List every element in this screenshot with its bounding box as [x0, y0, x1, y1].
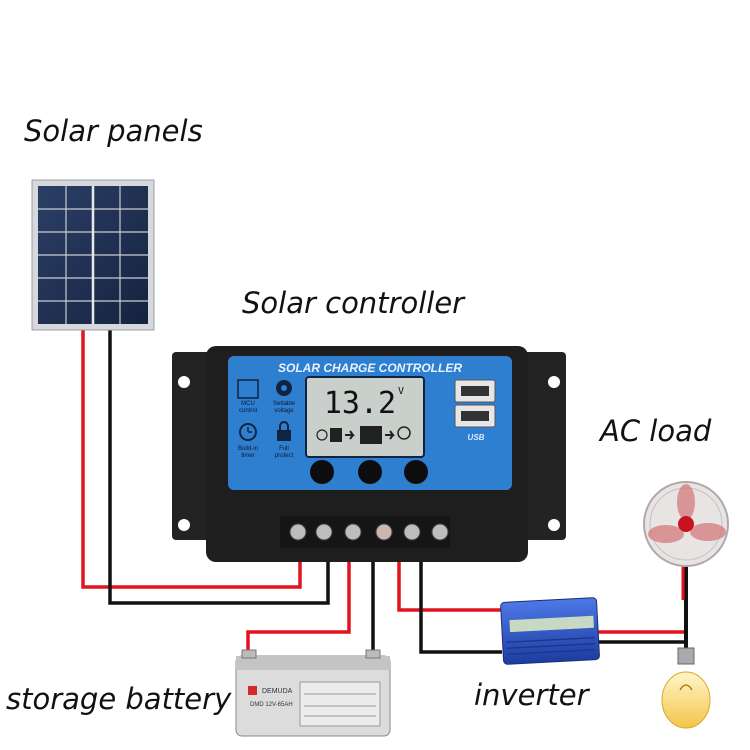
clock-icon [239, 423, 257, 441]
inverter-positive-wire [397, 562, 502, 612]
svg-text:control: control [239, 408, 257, 414]
chip-icon [237, 379, 259, 399]
arrow-icon [385, 430, 395, 440]
inverter-label: inverter [474, 678, 589, 712]
solar-controller-label: Solar controller [242, 286, 465, 320]
bulb-icon [397, 426, 411, 440]
lcd-flow-icons [316, 426, 411, 444]
lcd-voltage: 13.2 [324, 386, 396, 421]
svg-text:voltage: voltage [274, 408, 294, 414]
svg-text:MCU: MCU [241, 401, 255, 407]
arrow-icon [345, 430, 355, 440]
svg-text:Build-in: Build-in [238, 446, 258, 452]
ac-load-label: AC load [600, 414, 712, 448]
terminal-block [289, 523, 449, 541]
inverter-negative-wire [419, 562, 502, 654]
battery-model: DMD 12V-65AH [250, 702, 293, 708]
fan-icon [643, 481, 729, 567]
battery-positive-wire [246, 562, 351, 656]
light-bulb-icon [661, 647, 711, 729]
inverter-unit [500, 597, 600, 665]
svg-text:Settable: Settable [273, 401, 296, 407]
panel-negative-wire [108, 330, 330, 605]
up-button [358, 460, 382, 484]
brand-logo [248, 686, 257, 695]
solar-panel [31, 179, 155, 331]
down-button [404, 460, 428, 484]
menu-button [310, 460, 334, 484]
solar-panels-label: Solar panels [24, 114, 203, 148]
storage-battery-label: storage battery [6, 682, 232, 716]
battery-icon [360, 426, 382, 444]
panel-icon [330, 428, 342, 442]
sun-icon [316, 429, 328, 441]
wires [81, 330, 688, 660]
feature-timer: Build-in timer [238, 423, 258, 459]
lock-icon [277, 430, 291, 441]
feature-protect: Full protect [275, 421, 294, 459]
controller-header: SOLAR CHARGE CONTROLLER [278, 361, 462, 375]
svg-text:protect: protect [275, 453, 294, 459]
feature-settable: Settable voltage [273, 380, 296, 414]
solar-charge-controller: SOLAR CHARGE CONTROLLER MCU control Sett… [172, 346, 566, 562]
svg-text:timer: timer [241, 453, 254, 459]
storage-battery: DEMUDA DMD 12V-65AH [235, 649, 391, 737]
battery-brand: DEMUDA [262, 688, 293, 695]
feature-mcu: MCU control [237, 379, 259, 414]
svg-text:Full: Full [279, 446, 289, 452]
lcd-unit: V [398, 386, 404, 397]
usb-label: USB [468, 433, 485, 442]
panel-positive-wire [81, 330, 302, 589]
